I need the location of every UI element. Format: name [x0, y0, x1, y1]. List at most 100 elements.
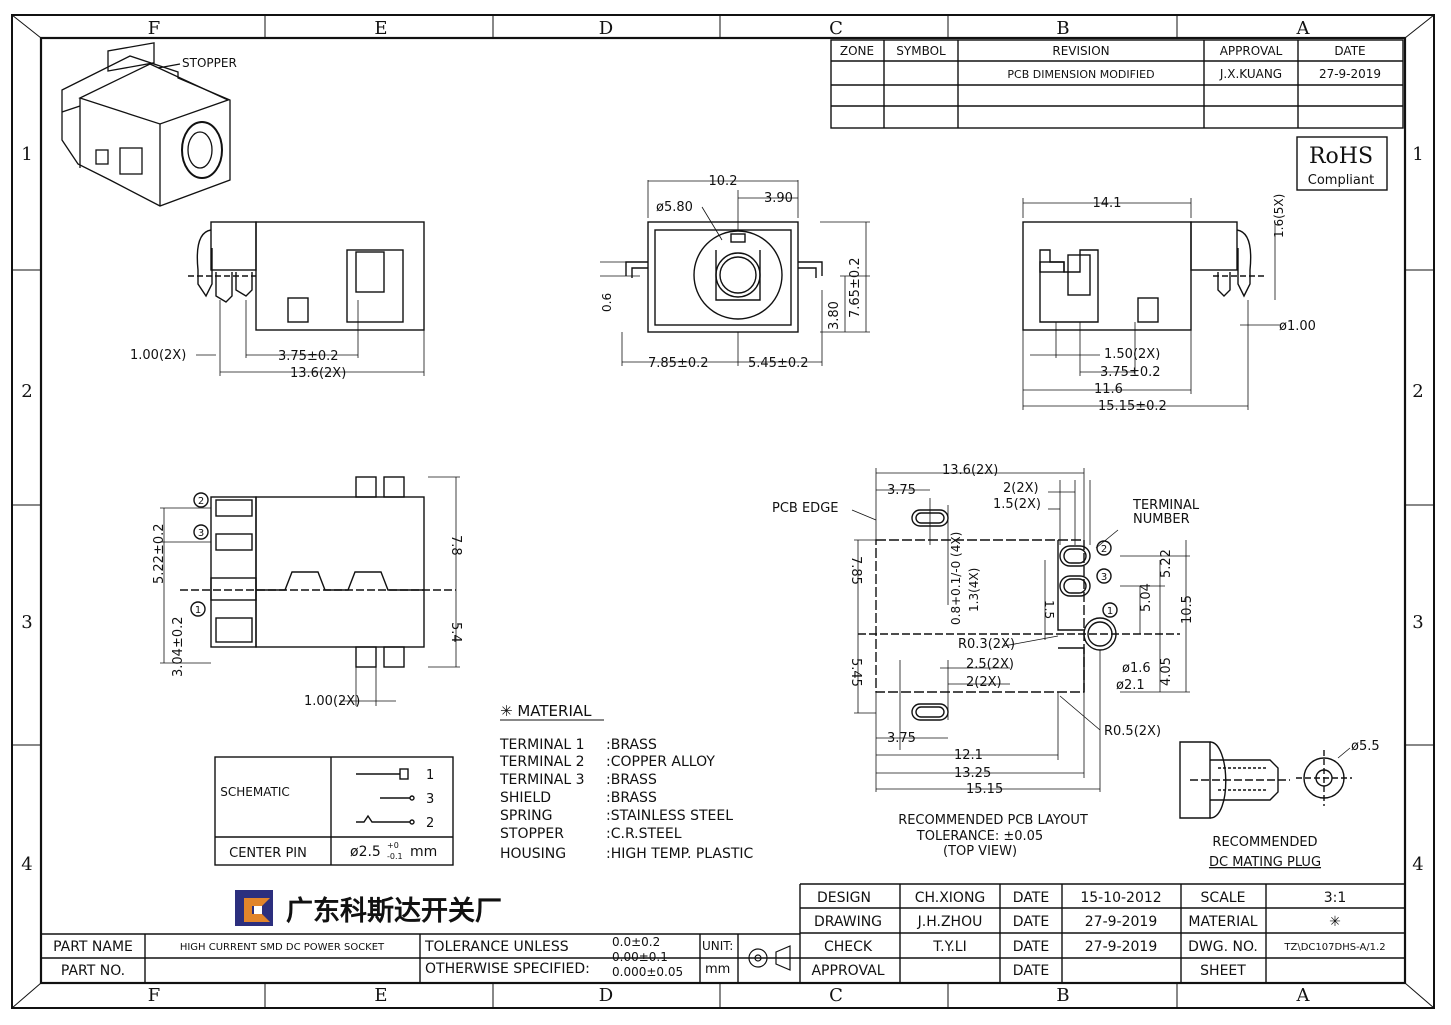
tb-value-material: ✳	[1329, 914, 1341, 930]
bottom-dim-100: 1.00(2X)	[304, 694, 360, 709]
schematic-table: SCHEMATIC 1 3 2 CENTER PIN ø2.5 +0 -0.1 …	[214, 756, 454, 866]
pcb-pin-3: 3	[1101, 572, 1107, 583]
bottom-dim-304: 3.04±0.2	[171, 616, 186, 677]
tb-date-label: DATE	[1013, 914, 1049, 930]
col-label-top: A	[1296, 18, 1311, 39]
material-title: ✳ MATERIAL	[500, 702, 592, 720]
mating-plug	[1179, 741, 1352, 819]
pcb-dim-r03: R0.3(2X)	[958, 637, 1015, 652]
col-label-bottom: C	[829, 985, 843, 1006]
isometric-view	[61, 42, 231, 207]
tb-label-dwg-no: DWG. NO.	[1188, 939, 1258, 955]
pcb-dim-d16: ø1.6	[1122, 661, 1151, 676]
tb-value-drawing: J.H.ZHOU	[917, 914, 983, 930]
tolerance-value-1: 0.0±0.2	[612, 935, 660, 949]
sheet-border	[11, 14, 1435, 1009]
end-dim-380: 3.80	[827, 301, 842, 330]
rev-approval: J.X.KUANG	[1219, 67, 1282, 81]
pcb-dim-504: 5.04	[1139, 583, 1154, 612]
bottom-dim-522: 5.22±0.2	[152, 523, 167, 584]
pcb-dim-d21: ø2.1	[1116, 678, 1145, 693]
end-dim-width: 10.2	[709, 174, 738, 189]
end-dim-dia: ø5.80	[656, 200, 693, 215]
front-dim-1: 1.00(2X)	[130, 348, 186, 363]
bottom-dim-54: 5.4	[448, 622, 463, 643]
col-label-top: B	[1056, 18, 1069, 39]
col-label-top: C	[829, 18, 843, 39]
material-row-value: :HIGH TEMP. PLASTIC	[606, 846, 754, 862]
rohs-title: RoHS	[1309, 144, 1373, 169]
title-block: 广东科斯达开关厂 PART NAME HIGH CURRENT SMD DC P…	[41, 883, 1405, 983]
tb-label-drawing: DRAWING	[814, 914, 882, 930]
material-row-value: :BRASS	[606, 772, 657, 788]
zone-labels: F E D C B A F E D C B A 1 2 3 4 1 2 3 4	[21, 18, 1423, 1006]
tb-value-scale: 3:1	[1324, 890, 1347, 906]
schematic-pin-3: 3	[426, 792, 434, 807]
center-pin-unit: mm	[410, 844, 437, 860]
pcb-dim-2: 2(2X)	[1003, 481, 1039, 496]
end-view	[600, 180, 870, 366]
rohs-subtitle: Compliant	[1308, 173, 1374, 188]
side-view	[1022, 198, 1280, 410]
material-row-key: STOPPER	[500, 826, 564, 842]
rev-header-zone: ZONE	[840, 44, 874, 58]
front-dim-2: 3.75±0.2	[278, 349, 339, 364]
pcb-dim-522: 5.22	[1159, 549, 1174, 578]
stopper-label: STOPPER	[182, 56, 237, 70]
pcb-pin-1: 1	[1107, 606, 1113, 617]
end-dim-390: 3.90	[764, 191, 793, 206]
pcb-dim-136: 13.6(2X)	[942, 463, 998, 478]
pcb-number-label: NUMBER	[1133, 512, 1190, 527]
col-label-top: D	[599, 18, 613, 39]
rev-header-date: DATE	[1334, 44, 1365, 58]
material-row-value: :STAINLESS STEEL	[606, 808, 733, 824]
material-row-key: SPRING	[500, 808, 553, 824]
pcb-dim-2-bottom: 2(2X)	[966, 675, 1002, 690]
material-row-key: SHIELD	[500, 790, 551, 806]
pcb-title: RECOMMENDED PCB LAYOUT	[898, 813, 1088, 828]
col-label-top: F	[148, 18, 161, 39]
end-dim-545: 5.45±0.2	[748, 356, 809, 371]
projection-symbol	[744, 945, 794, 971]
pcb-edge-label: PCB EDGE	[772, 501, 838, 516]
tolerance-label-1: TOLERANCE UNLESS	[424, 939, 569, 955]
col-label-top: E	[374, 18, 387, 39]
tb-date-label: DATE	[1013, 890, 1049, 906]
pcb-dim-121: 12.1	[954, 748, 983, 763]
material-row-key: TERMINAL 1	[499, 737, 585, 753]
tolerance-value-3: 0.000±0.05	[612, 965, 683, 979]
row-label-left: 1	[21, 144, 32, 165]
plug-title-1: RECOMMENDED	[1212, 835, 1317, 850]
pcb-dim-15-vert: 1.5	[1042, 600, 1056, 619]
col-label-bottom: E	[374, 985, 387, 1006]
tb-label-design: DESIGN	[817, 890, 871, 906]
center-pin-value: ø2.5	[350, 844, 381, 860]
pcb-slot-width: 0.8+0.1/-0 (4X)	[949, 532, 963, 625]
material-list: ✳ MATERIAL TERMINAL 1 :BRASS TERMINAL 2 …	[499, 702, 754, 862]
pcb-layout	[851, 468, 1190, 792]
side-dim-1515: 15.15±0.2	[1098, 399, 1167, 414]
tb-date-value: 27-9-2019	[1085, 939, 1157, 955]
side-dim-116: 11.6	[1094, 382, 1123, 397]
col-label-bottom: B	[1056, 985, 1069, 1006]
pcb-dim-405: 4.05	[1159, 657, 1174, 686]
material-row-key: HOUSING	[500, 846, 566, 862]
tb-value-check: T.Y.LI	[932, 939, 966, 955]
front-view	[188, 221, 425, 376]
unit-label: UNIT:	[702, 939, 733, 953]
bottom-dim-78: 7.8	[448, 535, 463, 556]
end-dim-765: 7.65±0.2	[848, 257, 863, 318]
row-label-left: 3	[21, 612, 32, 633]
side-dim-16: 1.6(5X)	[1272, 194, 1286, 238]
rev-header-revision: REVISION	[1052, 44, 1109, 58]
tb-label-scale: SCALE	[1201, 890, 1246, 906]
part-name-label: PART NAME	[53, 939, 133, 955]
part-no-label: PART NO.	[61, 963, 125, 979]
pcb-pin-2: 2	[1101, 544, 1107, 555]
tb-date-label: DATE	[1013, 963, 1049, 979]
company-name: 广东科斯达开关厂	[286, 895, 502, 927]
end-dim-06: 0.6	[600, 293, 614, 312]
bottom-view	[160, 476, 460, 706]
bottom-pin-2: 2	[198, 496, 204, 507]
